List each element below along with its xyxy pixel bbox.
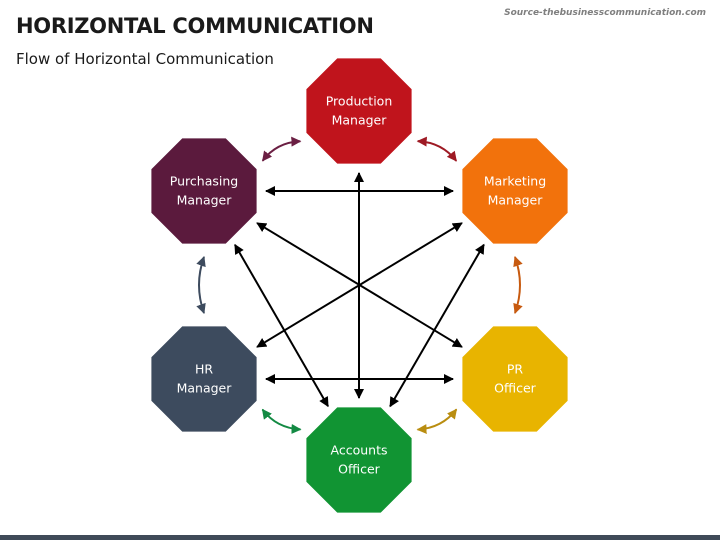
arrow-marketing-hr [256, 222, 463, 348]
node-label-pr-1: Officer [494, 381, 536, 396]
node-label-hr-1: Manager [177, 381, 233, 396]
octagon-production [304, 56, 414, 166]
node-label-pr-0: PR [507, 362, 524, 377]
node-hr: HR Manager [149, 324, 259, 434]
node-label-marketing-1: Manager [488, 193, 544, 208]
page-title: HORIZONTAL COMMUNICATION [16, 14, 374, 38]
node-pr: PR Officer [460, 324, 570, 434]
octagon-pr [460, 324, 570, 434]
source-credit: Source-thebusinesscommunication.com [504, 8, 706, 18]
octagon-accounts [304, 405, 414, 515]
octagon-marketing [460, 136, 570, 246]
peer-arrow-pr-accounts [416, 408, 458, 435]
peer-arrow-accounts-hr [261, 408, 302, 434]
node-label-purchasing-0: Purchasing [170, 174, 238, 189]
node-label-accounts-0: Accounts [331, 443, 388, 458]
node-label-marketing-0: Marketing [484, 174, 546, 189]
peer-arrow-marketing-pr [513, 256, 523, 314]
node-label-production-0: Production [326, 94, 393, 109]
peer-arrow-hr-purchasing [196, 256, 206, 314]
node-label-hr-0: HR [195, 362, 213, 377]
node-label-production-1: Manager [332, 113, 388, 128]
peer-arrow-purchasing-production [261, 136, 302, 162]
node-label-accounts-1: Officer [338, 462, 380, 477]
bottom-bar [0, 535, 720, 540]
octagon-purchasing [149, 136, 259, 246]
node-label-purchasing-1: Manager [177, 193, 233, 208]
peer-arrow-production-marketing [416, 136, 458, 162]
octagon-hr [149, 324, 259, 434]
page-subtitle: Flow of Horizontal Communication [16, 50, 274, 68]
